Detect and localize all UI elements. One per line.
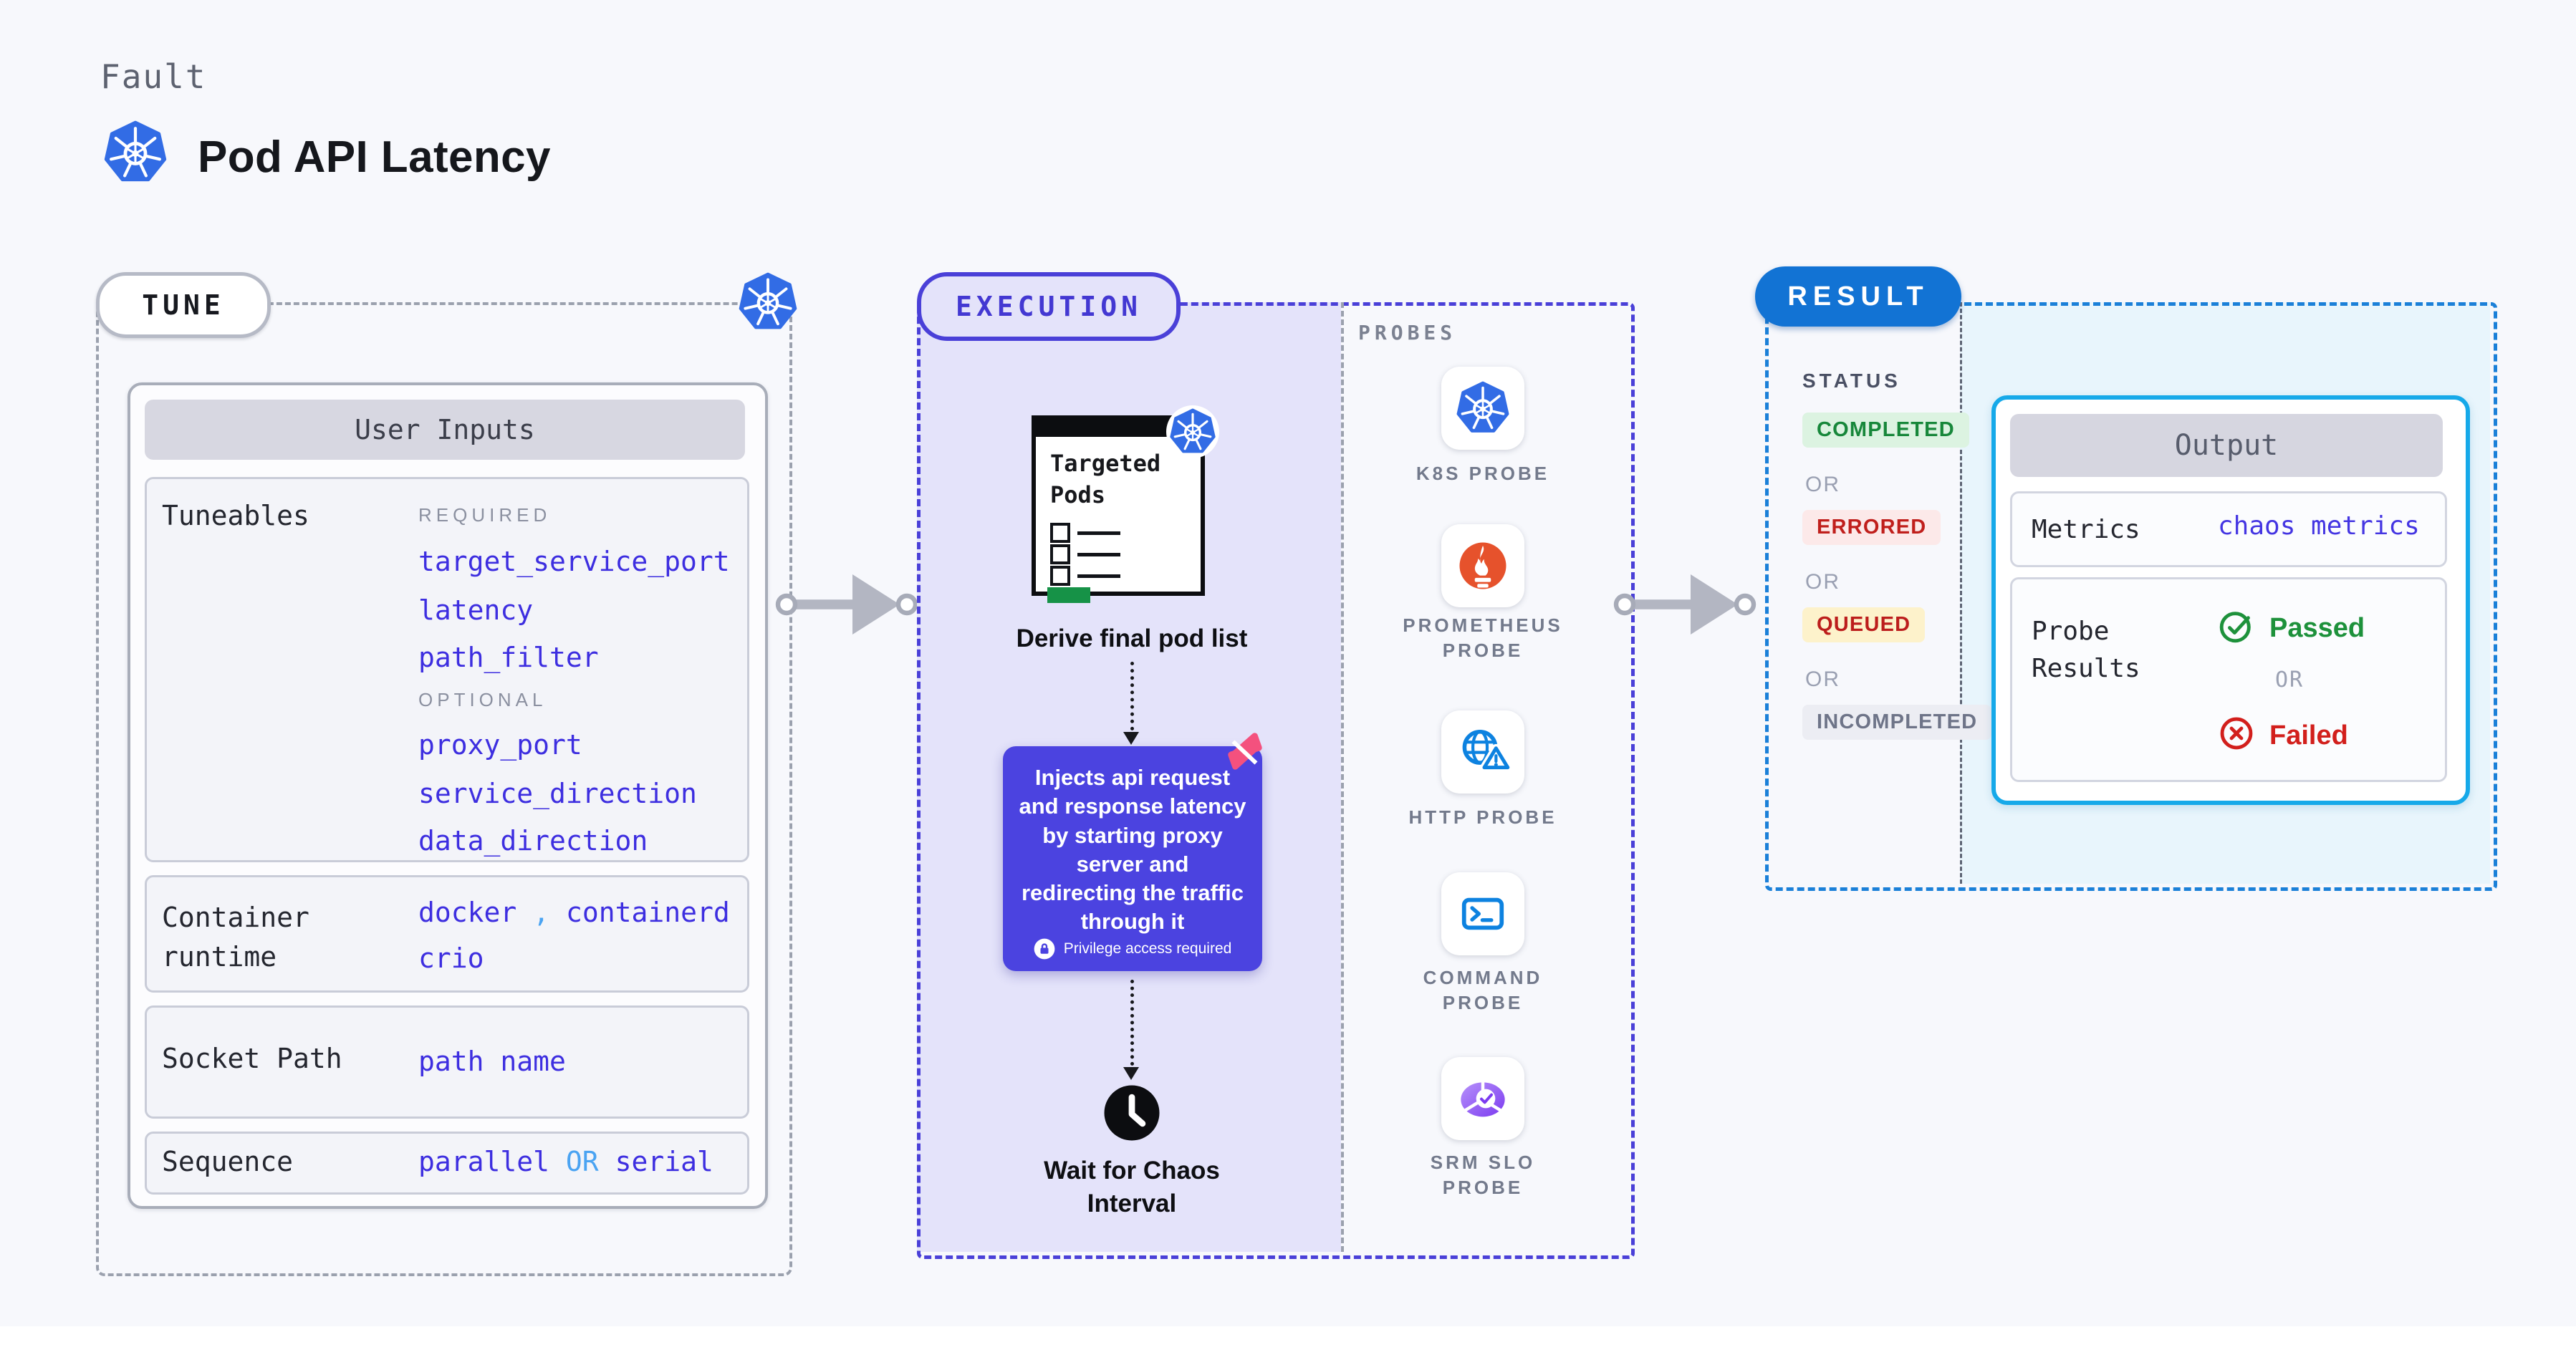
probe-results-row — [2010, 577, 2447, 782]
socket-path-row — [145, 1005, 749, 1119]
sequence-serial: serial — [615, 1146, 713, 1177]
passed-label: Passed — [2269, 613, 2365, 643]
metrics-value: chaos metrics — [2218, 511, 2420, 541]
pod-checkbox — [1050, 523, 1070, 543]
execution-section-frame — [917, 302, 1635, 1259]
status-badge-completed: COMPLETED — [1802, 413, 1969, 448]
probe-name: SRM SLO PROBE — [1430, 1152, 1536, 1199]
x-circle-icon — [2218, 715, 2255, 752]
litmus-chaos-icon — [1222, 729, 1267, 773]
container-runtime-values: docker , containerd — [418, 897, 730, 928]
user-inputs-header: User Inputs — [145, 400, 745, 460]
tune-badge: TUNE — [96, 272, 271, 338]
probe-results-label: Probe Results — [2032, 617, 2140, 684]
pod-checkbox — [1050, 566, 1070, 586]
failed-label: Failed — [2269, 720, 2348, 751]
fault-eyebrow: Fault — [100, 57, 207, 96]
arrow-down-icon — [1123, 1067, 1139, 1080]
flow-connector — [1130, 980, 1134, 1066]
execution-to-result-arrow — [1613, 561, 1756, 647]
kubernetes-icon — [103, 120, 168, 185]
tuneable-required-2: path_filter — [418, 642, 599, 673]
metrics-row — [2010, 491, 2447, 567]
privilege-note: Privilege access required — [1003, 938, 1262, 960]
container-runtime-label: Container runtime — [162, 902, 309, 973]
http-globe-icon — [1453, 722, 1513, 782]
http-probe-tile — [1441, 710, 1524, 794]
tuneables-row — [145, 477, 749, 862]
slo-pie-icon — [1451, 1070, 1514, 1127]
inject-description-box: Injects api request and response latency… — [1003, 746, 1262, 971]
sequence-row — [145, 1132, 749, 1195]
progress-bar — [1047, 587, 1090, 603]
command-probe-tile — [1441, 872, 1524, 955]
result-badge: RESULT — [1755, 266, 1961, 327]
flow-connector — [1130, 662, 1134, 730]
probe-name: PROMETHEUS PROBE — [1403, 614, 1563, 662]
clock-icon — [1102, 1083, 1162, 1143]
pod-line — [1077, 574, 1120, 578]
runtime-comma: , — [533, 897, 550, 928]
status-badge-queued: QUEUED — [1802, 607, 1926, 642]
tune-section-frame — [96, 302, 792, 1276]
tuneable-required-0: target_service_port — [418, 546, 730, 577]
container-runtime-row — [145, 875, 749, 993]
arrow-down-icon — [1123, 732, 1139, 745]
sequence-parallel: parallel — [418, 1146, 550, 1177]
sequence-label: Sequence — [162, 1146, 294, 1177]
runtime-docker: docker — [418, 897, 517, 928]
tune-to-execution-arrow — [775, 561, 918, 647]
sequence-or: OR — [565, 1146, 599, 1177]
prometheus-probe-tile — [1441, 524, 1524, 607]
kubernetes-icon — [738, 272, 798, 332]
or-label: OR — [1805, 570, 1840, 594]
result-divider — [1960, 302, 1962, 884]
socket-path-value: path name — [418, 1046, 566, 1077]
bottom-band — [0, 1326, 2576, 1365]
sequence-value: parallel OR serial — [418, 1146, 713, 1177]
prometheus-icon — [1454, 537, 1512, 594]
pod-line — [1077, 531, 1120, 535]
tuneable-optional-0: proxy_port — [418, 729, 582, 761]
runtime-containerd: containerd — [565, 897, 730, 928]
tuneables-label: Tuneables — [162, 500, 309, 531]
lock-icon — [1034, 938, 1055, 960]
metrics-label: Metrics — [2032, 515, 2140, 544]
tuneable-optional-1: service_direction — [418, 778, 697, 809]
pod-line — [1077, 553, 1120, 556]
privilege-note-text: Privilege access required — [1063, 940, 1232, 957]
kubernetes-icon — [1456, 381, 1510, 435]
probe-name: COMMAND PROBE — [1423, 967, 1543, 1014]
optional-label: OPTIONAL — [418, 689, 547, 710]
probes-divider — [1341, 302, 1344, 1252]
status-label: STATUS — [1802, 370, 1901, 392]
kubernetes-badge-icon — [1166, 405, 1219, 458]
page-title: Pod API Latency — [198, 132, 551, 182]
output-header: Output — [2010, 414, 2443, 477]
wait-chaos-interval-label: Wait for Chaos Interval — [1044, 1157, 1220, 1217]
pod-checkbox — [1050, 544, 1070, 564]
srm-slo-probe-tile — [1441, 1057, 1524, 1140]
status-badge-incompleted: INCOMPLETED — [1802, 705, 1992, 740]
required-label: REQUIRED — [418, 504, 552, 526]
status-badge-errored: ERRORED — [1802, 510, 1941, 545]
check-circle-icon — [2218, 607, 2255, 645]
probe-name: HTTP PROBE — [1408, 806, 1557, 828]
probes-label: PROBES — [1358, 321, 1457, 344]
or-label: OR — [1805, 473, 1840, 496]
targeted-pods-title: Targeted Pods — [1050, 450, 1161, 508]
terminal-icon — [1454, 885, 1512, 942]
runtime-crio: crio — [418, 942, 484, 974]
tuneable-required-1: latency — [418, 594, 534, 626]
inject-text: Injects api request and response latency… — [1019, 765, 1246, 935]
k8s-probe-tile — [1441, 367, 1524, 450]
or-label: OR — [1805, 667, 1840, 691]
or-label: OR — [2275, 667, 2305, 693]
probe-name: K8S PROBE — [1416, 463, 1550, 484]
execution-badge: EXECUTION — [917, 272, 1181, 341]
socket-path-label: Socket Path — [162, 1043, 342, 1074]
result-section-frame — [1765, 302, 2497, 891]
tuneable-optional-2: data_direction — [418, 825, 648, 857]
derive-pod-list-label: Derive final pod list — [1016, 624, 1248, 652]
